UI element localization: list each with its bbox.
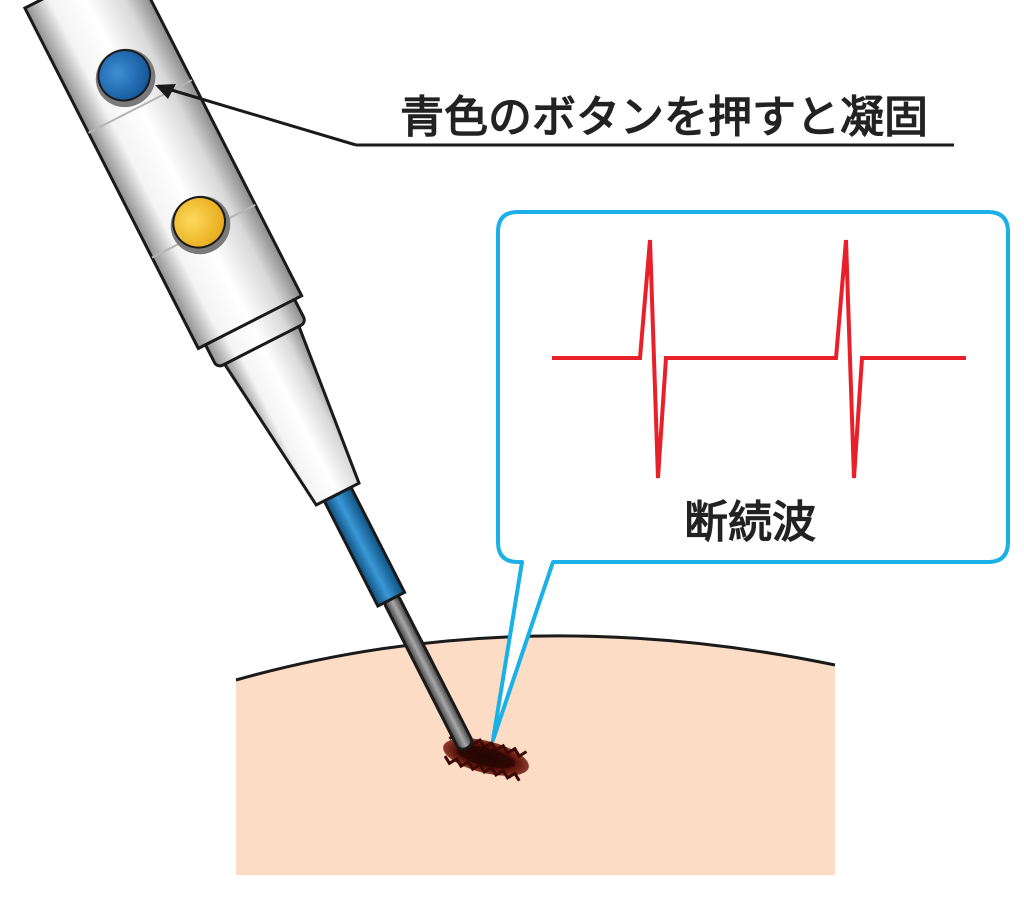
waveform-label: 断続波 [684, 497, 816, 548]
blue-sleeve [322, 485, 407, 609]
button-callout-text: 青色のボタンを押すと凝固 [400, 92, 928, 143]
blue-button-icon[interactable] [86, 39, 166, 118]
intermittent-waveform-icon [552, 239, 966, 479]
yellow-button-icon[interactable] [161, 186, 241, 265]
waveform-callout [491, 210, 1010, 742]
skin-tissue-icon [235, 634, 836, 875]
pen-body [22, 0, 304, 351]
button-leader-line [155, 84, 954, 147]
electrosurgical-pen-icon [22, 0, 474, 751]
